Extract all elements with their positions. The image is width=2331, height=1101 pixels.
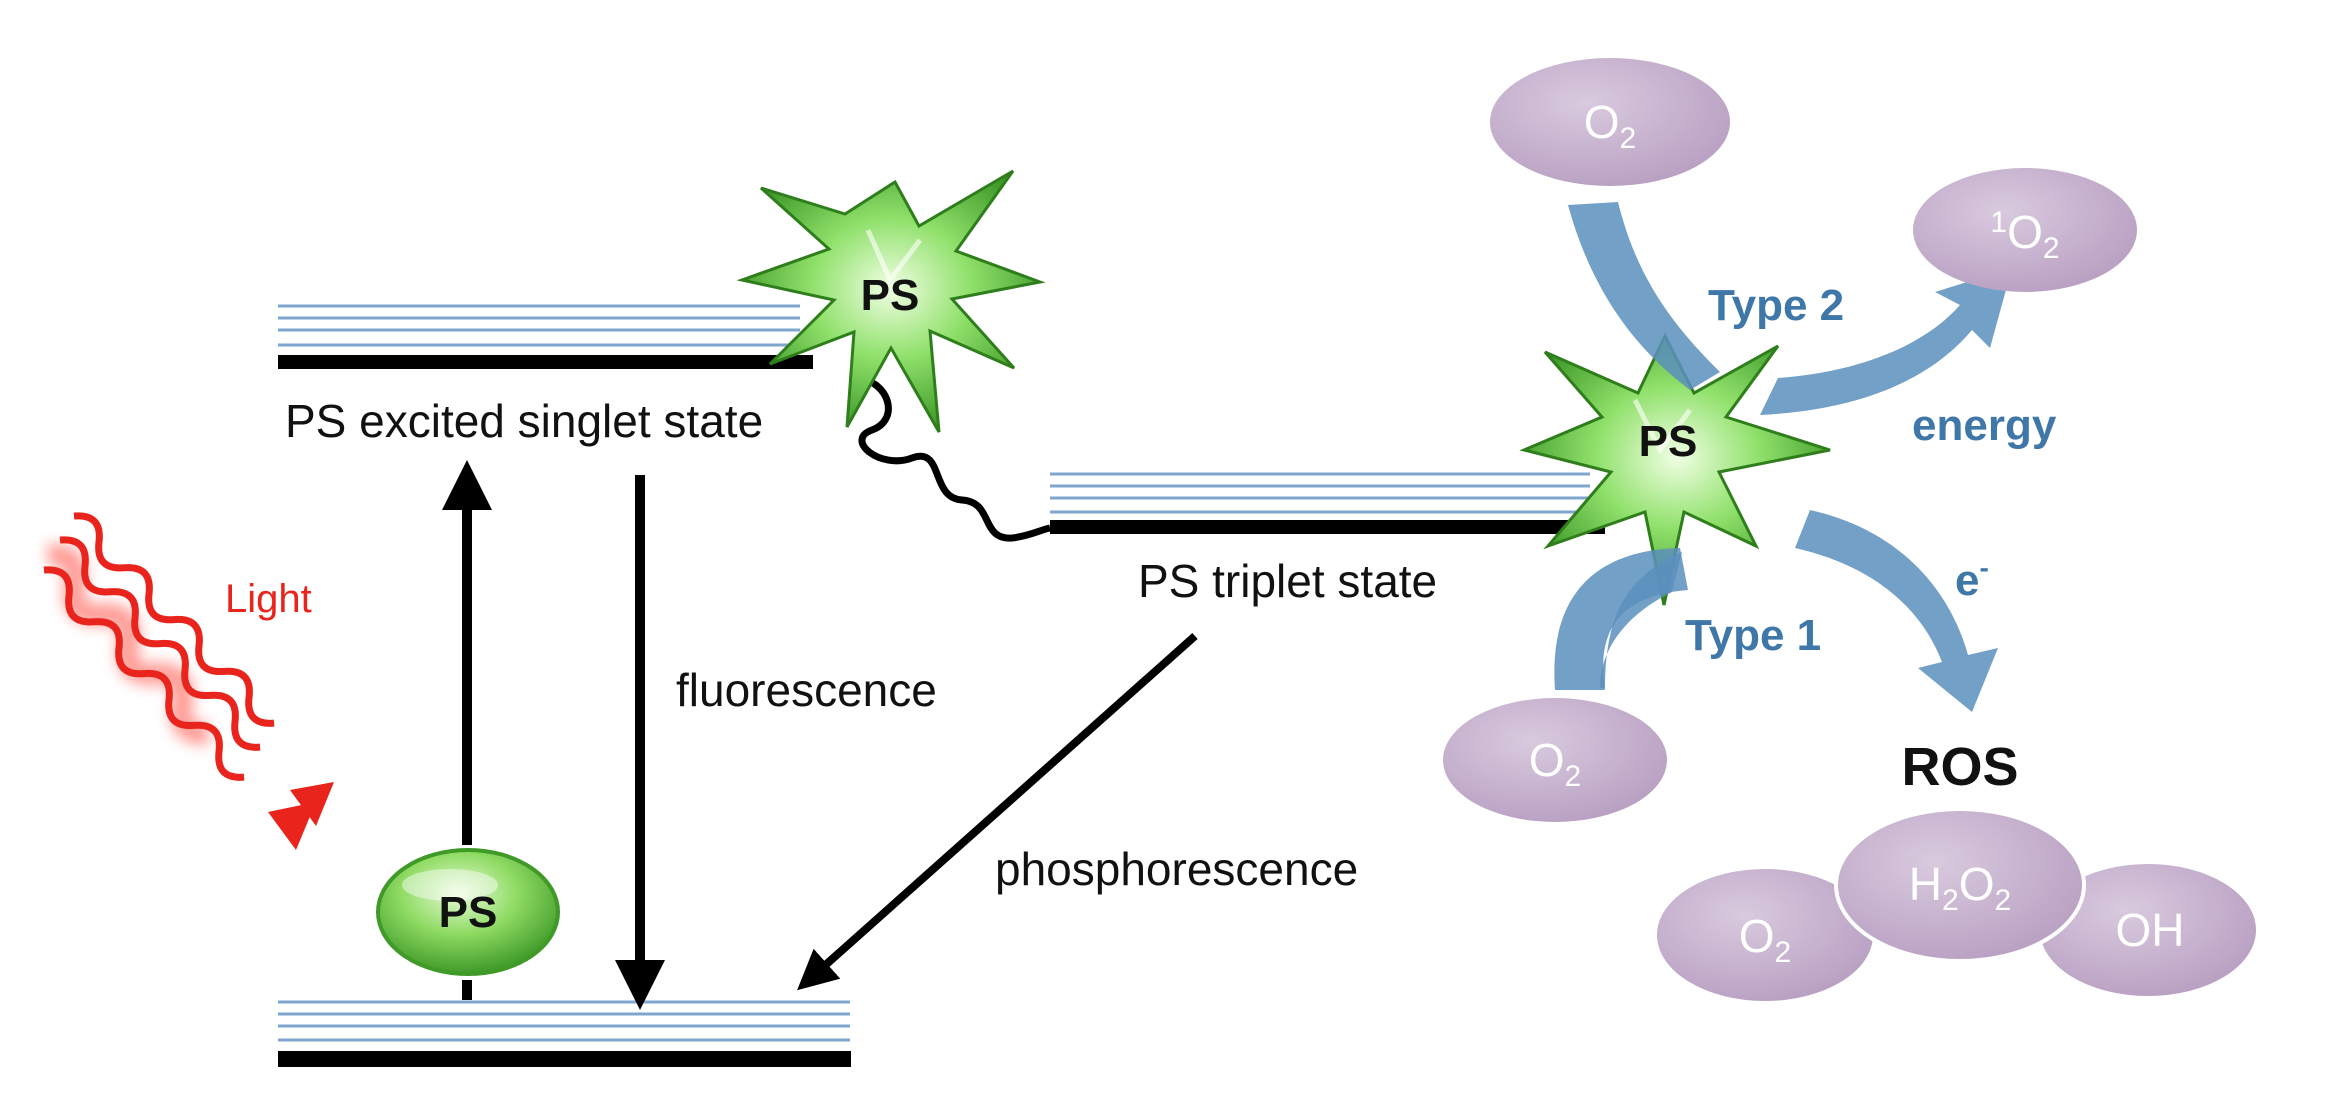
svg-text:O2: O2 [1529,734,1581,793]
ground-state-ps: PS [376,848,560,976]
o2-bubble-top: O2 [1490,58,1730,186]
triplet-level [1050,472,1605,534]
triplet-state-label: PS triplet state [1138,555,1437,607]
ros-label: ROS [1901,737,2018,797]
type2-label: Type 2 [1708,281,1844,330]
phosphorescence-arrow [797,633,1198,991]
phosphorescence-label: phosphorescence [995,843,1358,895]
type1-label: Type 1 [1685,611,1821,660]
ground-level [278,1000,851,1067]
ground-ps-label: PS [439,888,498,937]
light-label: Light [225,577,312,621]
svg-text:O2: O2 [1584,96,1636,155]
svg-text:1O2: 1O2 [1990,206,2059,265]
ros-h2o2: H2O2 [1909,858,2011,917]
ros-cluster: O2 H2O2 OH [1657,807,2256,1001]
type1-reaction-arrow [1554,510,1998,712]
ros-oh: OH [2116,904,2185,956]
singlet-state-label: PS excited singlet state [285,395,763,447]
triplet-ps-star: PS [1519,332,1831,606]
ros-o2: O2 [1739,910,1791,969]
light-beam [43,512,334,850]
energy-label: energy [1912,401,2057,450]
electron-label: e- [1955,552,1989,605]
o2-bubble-bottom: O2 [1443,698,1667,822]
intersystem-crossing-wave [857,374,1051,542]
singlet-level [278,304,813,369]
excited-ps-label: PS [861,271,920,320]
type2-reaction-arrow [1568,202,2012,415]
singlet-oxygen-bubble: 1O2 [1913,168,2137,292]
excited-ps-star: PS [736,169,1046,433]
fluorescence-label: fluorescence [676,664,937,716]
triplet-ps-label: PS [1639,417,1698,466]
